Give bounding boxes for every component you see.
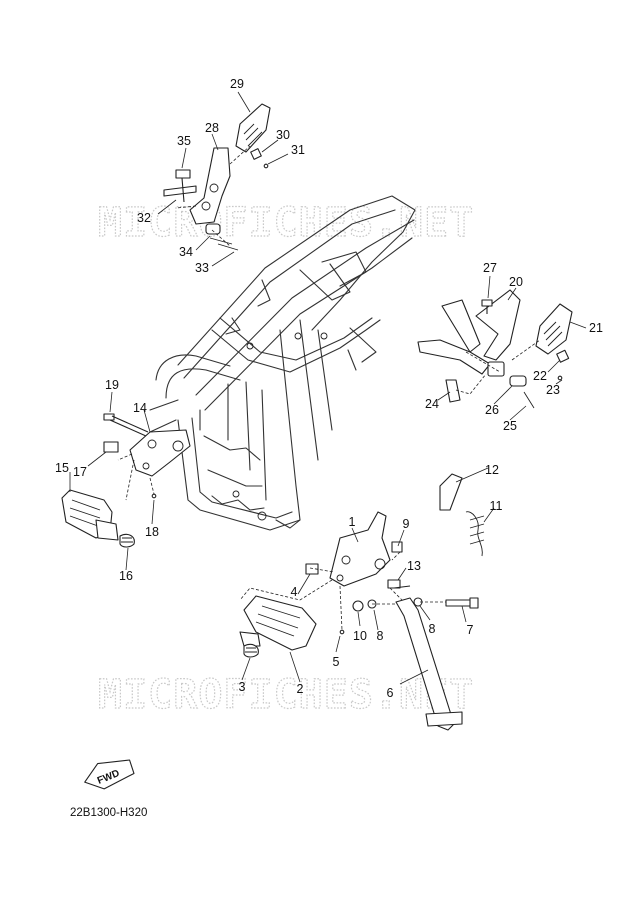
forward-arrow-icon: FWD xyxy=(84,759,135,790)
spring-9 xyxy=(391,541,403,553)
callout-5: 5 xyxy=(333,655,340,669)
callout-labels: 1 2 3 4 5 6 7 8 8 9 10 11 12 13 14 15 16… xyxy=(55,77,603,700)
callout-3: 3 xyxy=(239,680,246,694)
rear-right-bracket-assembly xyxy=(417,289,573,409)
callout-27: 27 xyxy=(483,261,497,275)
callout-26: 26 xyxy=(485,403,499,417)
callout-leaders xyxy=(69,91,587,685)
callout-31: 31 xyxy=(291,143,305,157)
pin-23 xyxy=(557,375,563,381)
bolt-4 xyxy=(305,563,319,575)
sidestand-6 xyxy=(395,597,455,731)
pin-31 xyxy=(263,163,269,169)
bolt-32 xyxy=(163,185,197,197)
callout-28: 28 xyxy=(205,121,219,135)
callout-12: 12 xyxy=(485,463,499,477)
callout-7: 7 xyxy=(467,623,474,637)
bolt-24 xyxy=(445,379,461,403)
callout-25: 25 xyxy=(503,419,517,433)
callout-10: 10 xyxy=(353,629,367,643)
bolt-27 xyxy=(481,299,493,314)
bolt-13 xyxy=(387,579,411,589)
pin-18 xyxy=(151,493,157,499)
rear-left-bracket-assembly xyxy=(163,103,271,251)
pin-26 xyxy=(509,375,527,387)
sidestand-assembly xyxy=(352,473,485,731)
bracket-1 xyxy=(329,511,391,587)
footrest-21 xyxy=(535,303,573,355)
clip-25 xyxy=(523,391,535,409)
callout-30: 30 xyxy=(276,128,290,142)
spring-16 xyxy=(119,533,135,548)
bracket-20 xyxy=(417,339,491,375)
nut-10 xyxy=(352,600,364,612)
callout-17: 17 xyxy=(73,465,87,479)
callout-21: 21 xyxy=(589,321,603,335)
callout-18: 18 xyxy=(145,525,159,539)
main-frame xyxy=(149,195,416,531)
callout-22: 22 xyxy=(533,369,547,383)
watermark-top: MICROFICHES.NET xyxy=(98,200,474,246)
footrest-2 xyxy=(243,595,317,651)
callout-4: 4 xyxy=(291,585,298,599)
callout-14: 14 xyxy=(133,401,147,415)
callout-2: 2 xyxy=(297,682,304,696)
callout-20: 20 xyxy=(509,275,523,289)
callout-9: 9 xyxy=(403,517,410,531)
pin-5 xyxy=(339,629,345,635)
left-footrest-assembly xyxy=(61,413,191,548)
bracket-14 xyxy=(129,429,191,477)
spring-11 xyxy=(465,511,485,557)
spring-30 xyxy=(250,148,262,160)
footrest-29 xyxy=(235,103,271,153)
bolt-35 xyxy=(175,169,191,203)
callout-35: 35 xyxy=(177,134,191,148)
dashed-assembly-lines xyxy=(117,145,541,631)
bracket-28 xyxy=(189,147,231,225)
callout-8b: 8 xyxy=(377,629,384,643)
diagram-code: 22B1300-H320 xyxy=(70,807,147,819)
spring-22 xyxy=(556,349,570,363)
plate-12 xyxy=(439,473,463,511)
watermark-bottom: MICROFICHES.NET xyxy=(98,672,474,718)
clip-33 xyxy=(209,237,239,251)
spring-3 xyxy=(243,643,259,658)
right-footrest-assembly xyxy=(239,511,411,658)
callout-19: 19 xyxy=(105,378,119,392)
callout-32: 32 xyxy=(137,211,151,225)
bolt-19 xyxy=(103,413,149,437)
callout-8a: 8 xyxy=(429,622,436,636)
callout-29: 29 xyxy=(230,77,244,91)
callout-34: 34 xyxy=(179,245,193,259)
callout-15: 15 xyxy=(55,461,69,475)
callout-11: 11 xyxy=(490,499,503,513)
callout-16: 16 xyxy=(119,569,133,583)
bolt-7 xyxy=(445,597,479,609)
callout-24: 24 xyxy=(425,397,439,411)
bolt-17 xyxy=(103,441,119,453)
callout-1: 1 xyxy=(349,515,356,529)
callout-23: 23 xyxy=(546,383,560,397)
callout-13: 13 xyxy=(407,559,421,573)
pin-34 xyxy=(205,223,221,235)
callout-6: 6 xyxy=(387,686,394,700)
callout-33: 33 xyxy=(195,261,209,275)
